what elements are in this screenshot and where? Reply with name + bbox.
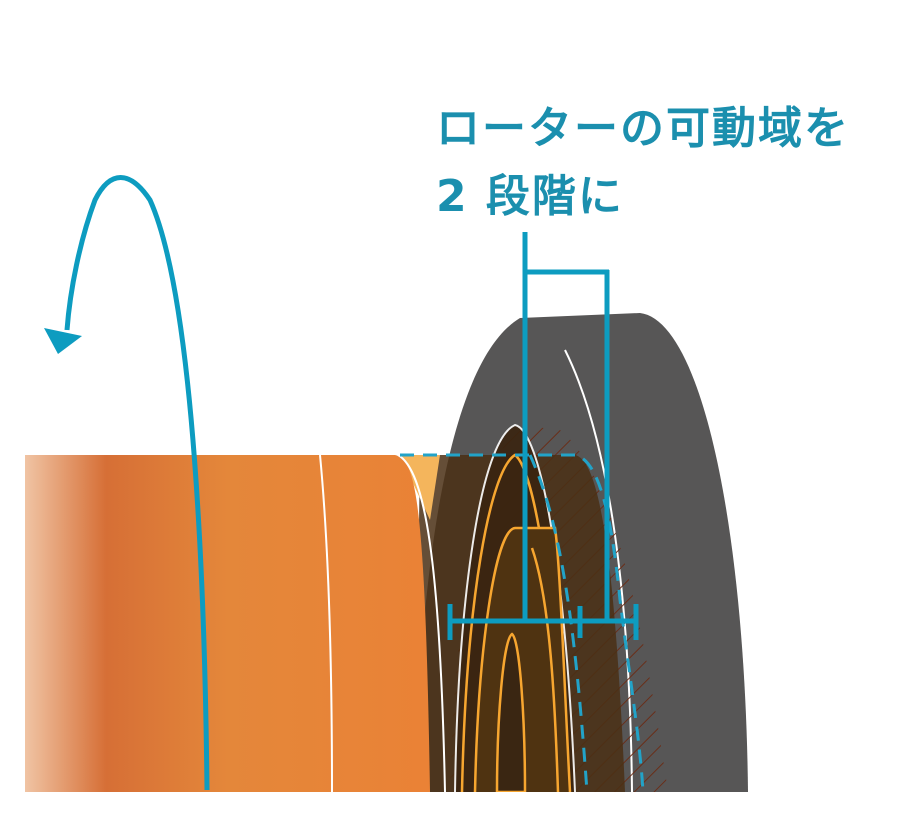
disc-inner-curve: [530, 547, 560, 792]
disc-core: [495, 632, 527, 792]
cylinder-line: [319, 454, 333, 792]
rotor-cylinder: [25, 455, 430, 792]
arrowhead-icon: [44, 328, 82, 354]
rotation-arrow: [64, 175, 210, 791]
caption-line-1: ローターの可動域を: [436, 103, 850, 154]
hub-light-edge: [400, 455, 440, 520]
range-dashed-outline: [400, 453, 645, 792]
cylinder-edge: [397, 454, 446, 792]
range-indicator: [447, 232, 639, 640]
caption-line-2: 2 段階に: [436, 171, 624, 222]
range-dashed-inner: [528, 454, 589, 792]
